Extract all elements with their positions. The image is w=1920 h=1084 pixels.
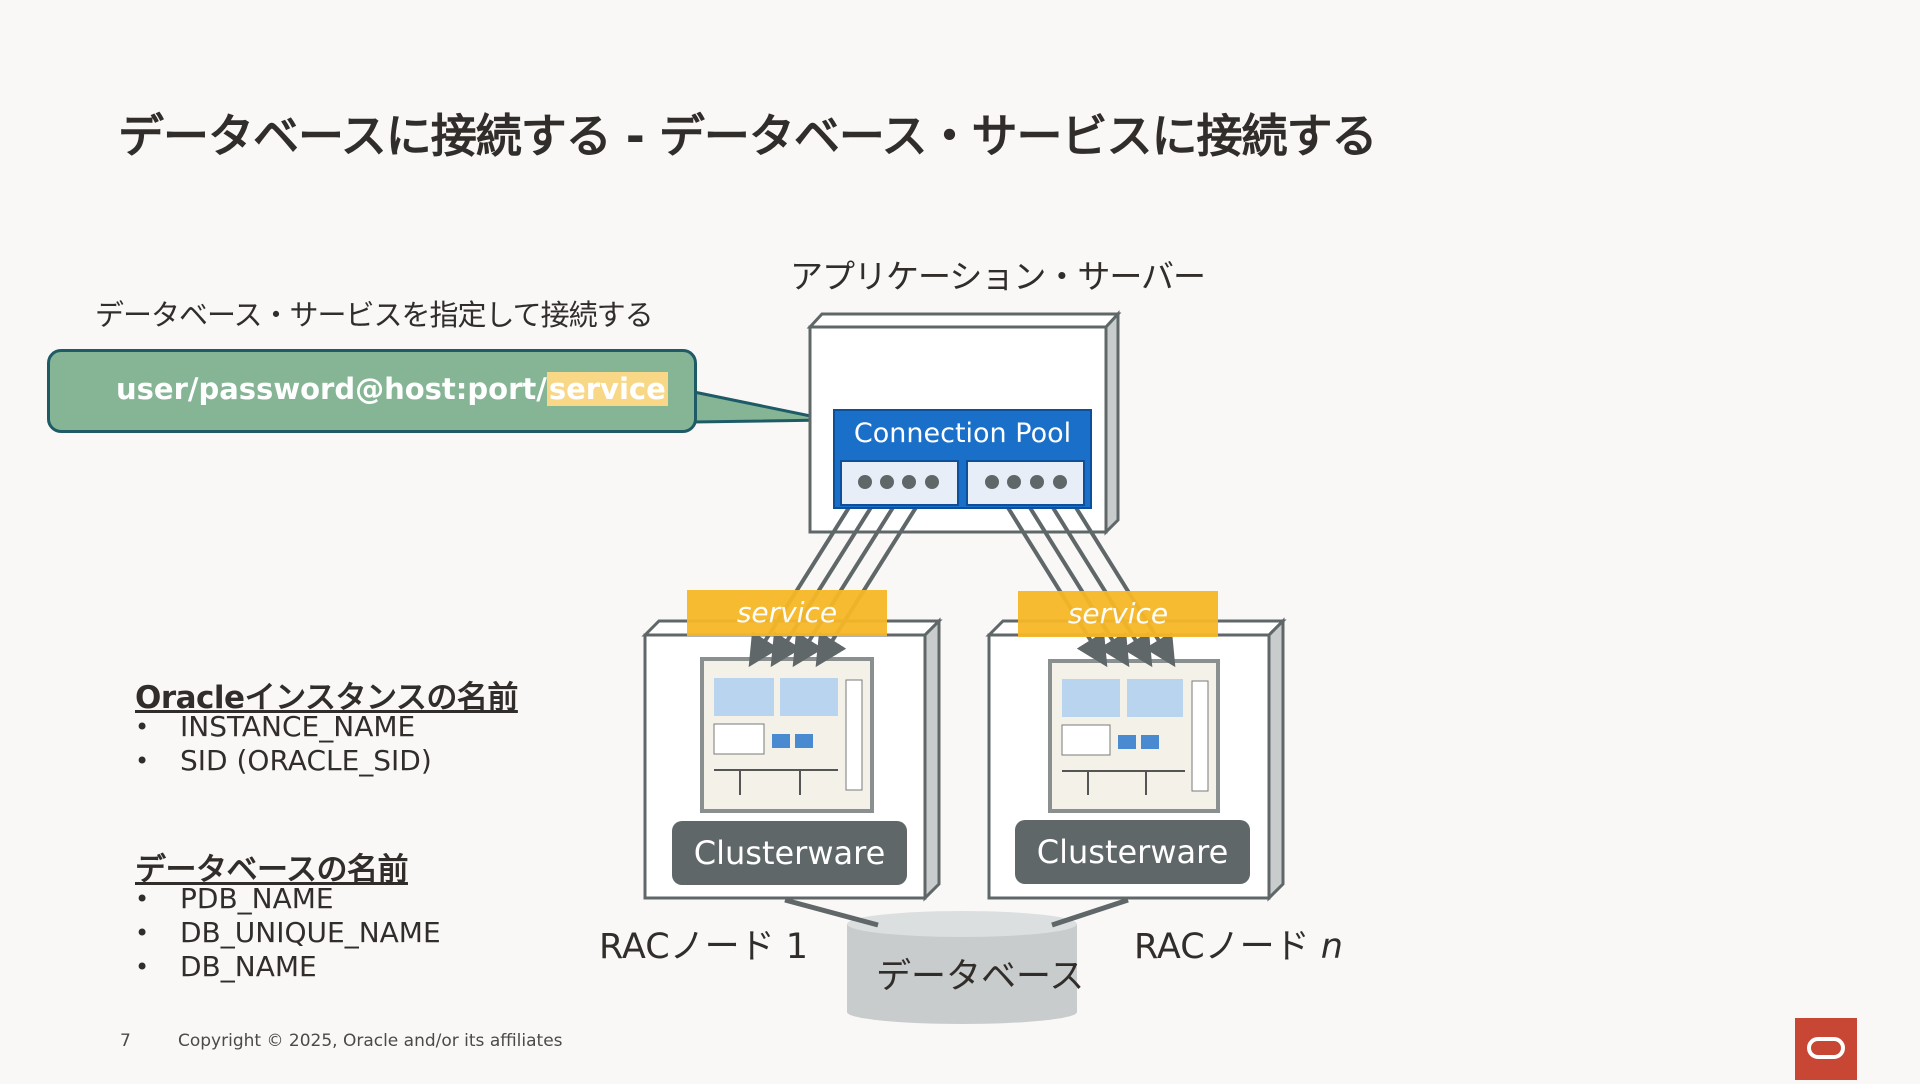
instance-name-list: INSTANCE_NAME SID (ORACLE_SID)	[135, 710, 432, 778]
page-number: 7	[120, 1031, 131, 1051]
list-item: DB_UNIQUE_NAME	[135, 916, 441, 950]
list-item: SID (ORACLE_SID)	[135, 744, 432, 778]
database-label: データベース	[876, 957, 1085, 997]
rac-node-1-label: RACノード 1	[599, 927, 809, 967]
list-item: DB_NAME	[135, 950, 441, 984]
service-tag-node-2: service	[1018, 591, 1218, 637]
instance-architecture-thumbnail	[700, 657, 874, 813]
rac-node-2-label-prefix: RACノード	[1134, 927, 1321, 967]
clusterware-node-2: Clusterware	[1015, 820, 1250, 884]
rac-node-2-label-n: n	[1320, 927, 1343, 967]
app-server-label: アプリケーション・サーバー	[790, 257, 1206, 296]
connection-string: user/password@host:port/service	[116, 372, 668, 406]
pool-connections	[840, 460, 1085, 506]
connection-pool-label: Connection Pool	[853, 418, 1072, 449]
database-cylinder-icon	[847, 911, 1077, 1024]
connection-string-service: service	[546, 372, 668, 406]
instance-architecture-thumbnail	[1048, 659, 1220, 813]
rac-node-2-label: RACノード n	[1134, 918, 1343, 969]
service-tag-node-1: service	[687, 590, 887, 636]
clusterware-node-1: Clusterware	[672, 821, 907, 885]
list-item: INSTANCE_NAME	[135, 710, 432, 744]
oracle-logo-icon	[1795, 1018, 1857, 1080]
connection-string-prefix: user/password@host:port/	[116, 372, 547, 406]
node2-db-link	[1051, 897, 1129, 928]
copyright-text: Copyright © 2025, Oracle and/or its affi…	[178, 1031, 563, 1051]
connect-note: データベース・サービスを指定して接続する	[95, 298, 654, 332]
slide-title: データベースに接続する - データベース・サービスに接続する	[118, 109, 1378, 163]
node1-db-link	[784, 897, 879, 928]
database-name-list: PDB_NAME DB_UNIQUE_NAME DB_NAME	[135, 882, 441, 984]
list-item: PDB_NAME	[135, 882, 441, 916]
